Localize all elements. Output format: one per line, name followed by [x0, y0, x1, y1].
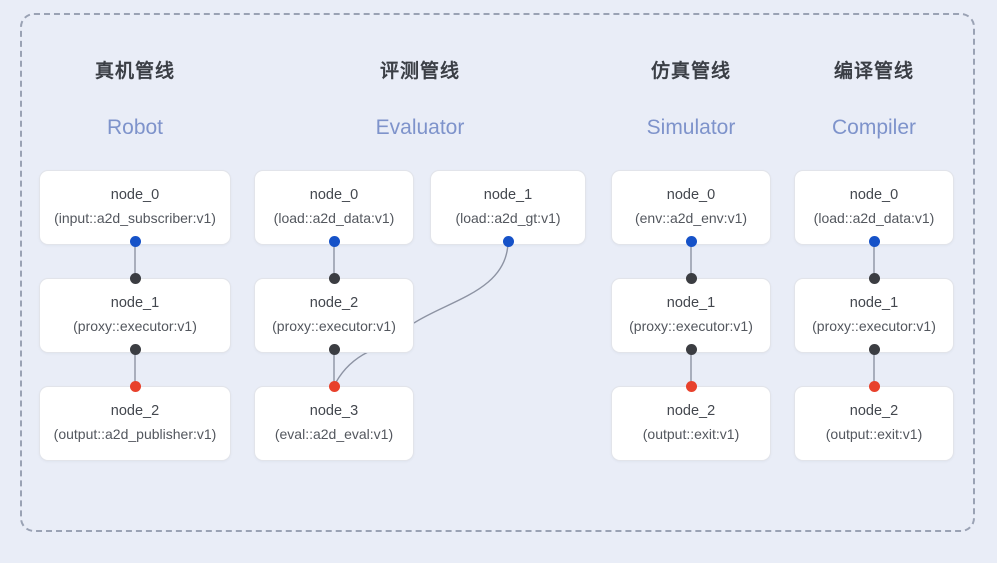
- node-box-compiler-node_1[interactable]: node_1(proxy::executor:v1): [794, 278, 954, 353]
- edge-eval-1-2: [413, 240, 509, 324]
- node-box-evaluator-node_0[interactable]: node_0(load::a2d_data:v1): [254, 170, 414, 245]
- node-box-evaluator-node_1[interactable]: node_1(load::a2d_gt:v1): [430, 170, 586, 245]
- node-type-label: (proxy::executor:v1): [73, 318, 197, 335]
- node-box-simulator-node_2[interactable]: node_2(output::exit:v1): [611, 386, 771, 461]
- node-id-label: node_0: [110, 187, 160, 204]
- node-id-label: node_2: [110, 403, 160, 420]
- column-subtitle-evaluator: Evaluator: [375, 116, 465, 139]
- node-type-label: (proxy::executor:v1): [272, 318, 396, 335]
- port-blue-simulator-node_0-0[interactable]: [685, 235, 697, 247]
- node-id-label: node_1: [666, 295, 716, 312]
- node-id-label: node_0: [309, 187, 359, 204]
- edge-eval-2b-3: [333, 351, 369, 387]
- column-title-robot: 真机管线: [94, 61, 175, 82]
- column-title-compiler: 编译管线: [833, 61, 914, 82]
- port-blue-evaluator-node_0-0[interactable]: [328, 235, 340, 247]
- column-header-robot: 真机管线 Robot: [0, 62, 285, 138]
- port-black-robot-node_1-1[interactable]: [129, 343, 141, 355]
- port-blue-compiler-node_0-0[interactable]: [868, 235, 880, 247]
- node-id-label: node_1: [110, 295, 160, 312]
- column-header-compiler: 编译管线 Compiler: [724, 62, 997, 138]
- node-box-compiler-node_2[interactable]: node_2(output::exit:v1): [794, 386, 954, 461]
- port-black-evaluator-node_2-1[interactable]: [328, 343, 340, 355]
- port-black-simulator-node_1-1[interactable]: [685, 343, 697, 355]
- node-type-label: (eval::a2d_eval:v1): [274, 426, 394, 443]
- port-red-robot-node_2-0[interactable]: [129, 380, 141, 392]
- port-black-simulator-node_1-0[interactable]: [685, 272, 697, 284]
- node-box-evaluator-node_2[interactable]: node_2(proxy::executor:v1): [254, 278, 414, 353]
- node-box-robot-node_2[interactable]: node_2(output::a2d_publisher:v1): [39, 386, 231, 461]
- node-id-label: node_2: [666, 403, 716, 420]
- node-id-label: node_1: [483, 187, 533, 204]
- node-id-label: node_2: [849, 403, 899, 420]
- node-box-robot-node_1[interactable]: node_1(proxy::executor:v1): [39, 278, 231, 353]
- port-black-compiler-node_1-1[interactable]: [868, 343, 880, 355]
- column-header-simulator: 仿真管线 Simulator: [541, 62, 841, 138]
- node-id-label: node_0: [849, 187, 899, 204]
- node-id-label: node_1: [849, 295, 899, 312]
- column-header-evaluator: 评测管线 Evaluator: [270, 62, 570, 138]
- port-blue-robot-node_0-0[interactable]: [129, 235, 141, 247]
- node-id-label: node_0: [666, 187, 716, 204]
- node-type-label: (load::a2d_data:v1): [273, 210, 395, 227]
- column-title-simulator: 仿真管线: [650, 61, 731, 82]
- node-type-label: (proxy::executor:v1): [629, 318, 753, 335]
- node-type-label: (env::a2d_env:v1): [634, 210, 748, 227]
- port-red-compiler-node_2-0[interactable]: [868, 380, 880, 392]
- node-type-label: (output::exit:v1): [642, 426, 740, 443]
- column-subtitle-compiler: Compiler: [831, 116, 917, 139]
- node-box-evaluator-node_3[interactable]: node_3(eval::a2d_eval:v1): [254, 386, 414, 461]
- node-id-label: node_3: [309, 403, 359, 420]
- node-type-label: (load::a2d_data:v1): [813, 210, 935, 227]
- node-box-simulator-node_1[interactable]: node_1(proxy::executor:v1): [611, 278, 771, 353]
- column-title-evaluator: 评测管线: [379, 61, 460, 82]
- port-black-compiler-node_1-0[interactable]: [868, 272, 880, 284]
- node-type-label: (output::a2d_publisher:v1): [53, 426, 217, 443]
- node-id-label: node_2: [309, 295, 359, 312]
- node-type-label: (input::a2d_subscriber:v1): [54, 210, 216, 227]
- port-blue-evaluator-node_1-0[interactable]: [502, 235, 514, 247]
- column-subtitle-robot: Robot: [106, 116, 164, 139]
- port-red-simulator-node_2-0[interactable]: [685, 380, 697, 392]
- port-black-evaluator-node_2-0[interactable]: [328, 272, 340, 284]
- column-subtitle-simulator: Simulator: [646, 116, 736, 139]
- node-box-robot-node_0[interactable]: node_0(input::a2d_subscriber:v1): [39, 170, 231, 245]
- node-box-compiler-node_0[interactable]: node_0(load::a2d_data:v1): [794, 170, 954, 245]
- port-red-evaluator-node_3-0[interactable]: [328, 380, 340, 392]
- node-type-label: (load::a2d_gt:v1): [455, 210, 561, 227]
- node-type-label: (proxy::executor:v1): [812, 318, 936, 335]
- node-type-label: (output::exit:v1): [825, 426, 923, 443]
- port-black-robot-node_1-0[interactable]: [129, 272, 141, 284]
- node-box-simulator-node_0[interactable]: node_0(env::a2d_env:v1): [611, 170, 771, 245]
